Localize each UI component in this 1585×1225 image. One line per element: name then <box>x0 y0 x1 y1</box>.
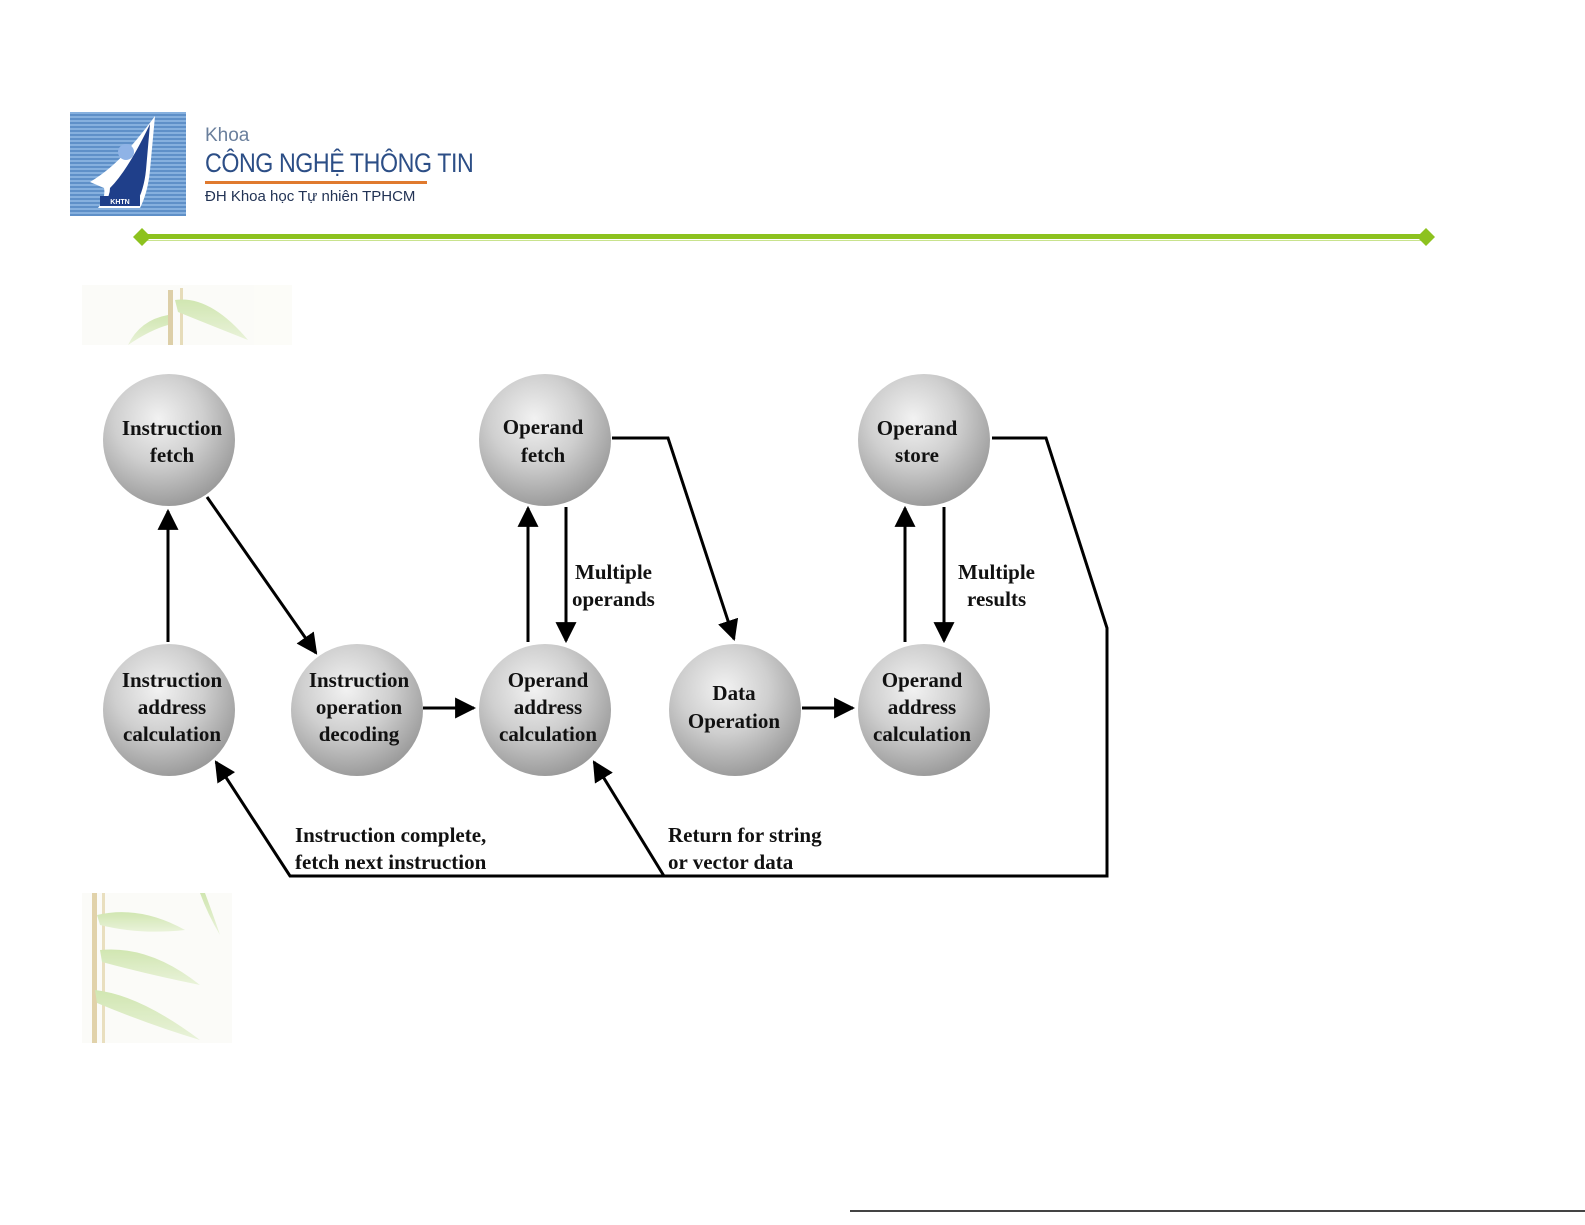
edge-label-instruction-complete: Instruction complete, fetch next instruc… <box>295 823 487 874</box>
faculty-heading: Khoa CÔNG NGHỆ THÔNG TIN ĐH Khoa học Tự … <box>205 125 474 215</box>
node-label-line: calculation <box>873 722 971 746</box>
node-label-line: fetch <box>150 443 195 467</box>
edge-label-line: operands <box>572 587 655 611</box>
node-operand-fetch: Operand fetch <box>479 374 611 506</box>
edge-label-line: Return for string <box>668 823 822 847</box>
node-operand-address-calculation-2: Operand address calculation <box>858 644 990 776</box>
node-label-line: address <box>888 695 956 719</box>
bamboo-decoration-top <box>82 285 292 345</box>
node-label-line: address <box>514 695 582 719</box>
node-label-line: Operand <box>882 668 963 692</box>
node-label-line: fetch <box>521 443 566 467</box>
node-label-line: Operand <box>508 668 589 692</box>
edge-label-multiple-results: Multiple results <box>958 560 1035 611</box>
university-name: ĐH Khoa học Tự nhiên TPHCM <box>205 188 416 205</box>
faculty-prefix: Khoa <box>205 125 250 146</box>
edge-label-line: Instruction complete, <box>295 823 486 847</box>
edge-label-multiple-operands: Multiple operands <box>572 560 655 611</box>
edge-label-line: or vector data <box>668 850 794 874</box>
node-instruction-fetch: Instruction fetch <box>103 374 235 506</box>
faculty-underline <box>205 181 427 184</box>
node-instruction-address-calculation: Instruction address calculation <box>103 644 235 776</box>
divider-left-diamond <box>133 228 151 246</box>
edge-label-return-for-string: Return for string or vector data <box>668 823 822 874</box>
node-instruction-operation-decoding: Instruction operation decoding <box>291 644 423 776</box>
arrow-return-for-string <box>592 760 666 877</box>
connector-lines <box>157 436 1109 878</box>
logo-emblem-icon: KHTN <box>70 112 186 216</box>
divider-right-diamond <box>1417 228 1435 246</box>
arrow-operand-fetch-to-data-op <box>612 436 739 641</box>
node-label-line: Operand <box>877 416 958 440</box>
node-data-operation: Data Operation <box>669 644 801 776</box>
edge-label-line: Multiple <box>575 560 652 584</box>
edge-label-line: fetch next instruction <box>295 850 487 874</box>
node-label-line: address <box>138 695 206 719</box>
bamboo-decoration-bottom <box>82 893 232 1043</box>
node-label-line: store <box>895 443 939 467</box>
node-label-line: Data <box>712 681 756 705</box>
node-label-line: Operation <box>688 709 780 733</box>
edge-label-line: Multiple <box>958 560 1035 584</box>
university-logo: KHTN <box>70 112 186 216</box>
node-label-line: Instruction <box>122 416 223 440</box>
node-label-line: Instruction <box>122 668 223 692</box>
arrow-fetch-to-decoding <box>205 496 318 655</box>
node-label-line: calculation <box>123 722 221 746</box>
node-label-line: calculation <box>499 722 597 746</box>
header-divider <box>133 228 1435 246</box>
node-label-line: Instruction <box>309 668 410 692</box>
node-label-line: operation <box>316 695 403 719</box>
node-operand-store: Operand store <box>858 374 990 506</box>
arrow-loop-instruction-complete <box>214 436 1109 878</box>
node-operand-address-calculation-1: Operand address calculation <box>479 644 611 776</box>
node-label-line: Operand <box>503 415 584 439</box>
logo-emblem-label: KHTN <box>110 199 129 206</box>
node-label-line: decoding <box>319 722 400 746</box>
edge-label-line: results <box>967 587 1026 611</box>
